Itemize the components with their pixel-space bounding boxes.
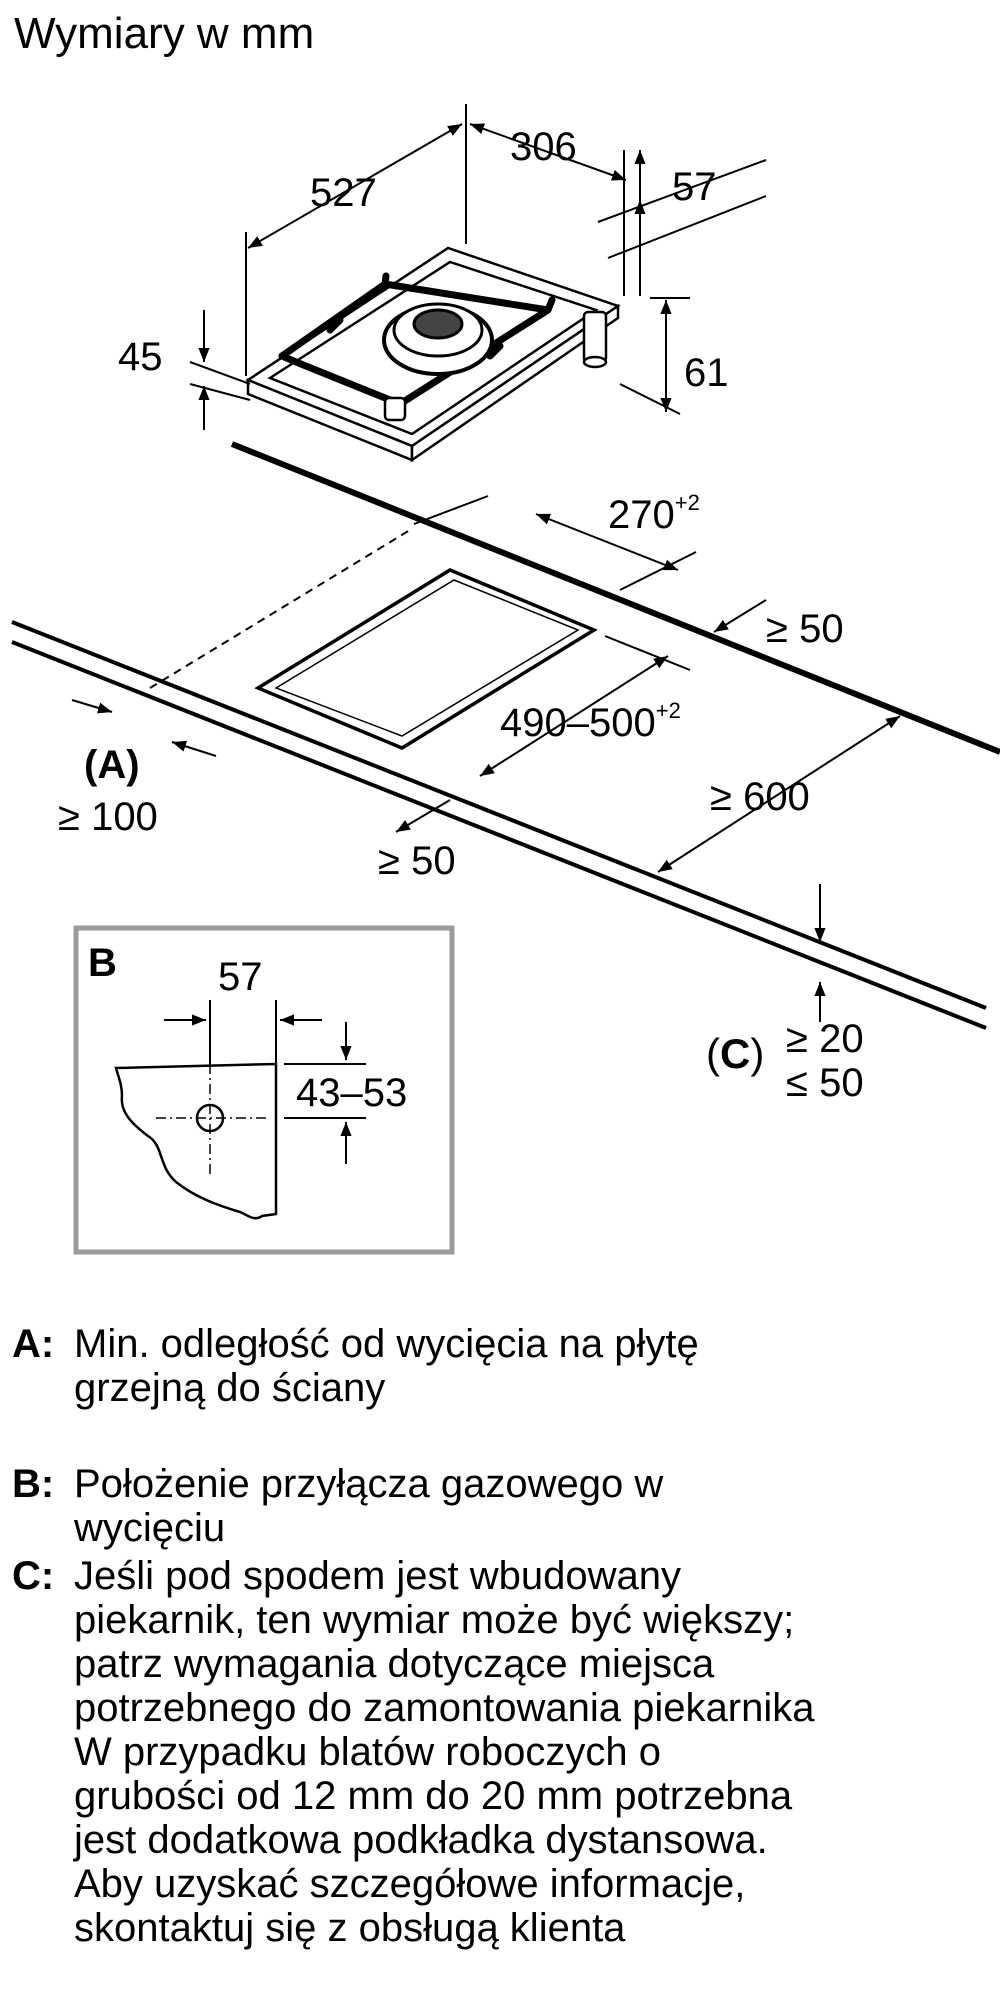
dim-hob-height-total: 61 xyxy=(684,351,729,395)
dim-cutout-depth: 490–500+2 xyxy=(500,698,681,745)
legend-line: Położenie przyłącza gazowego w xyxy=(74,1462,664,1506)
dim-hob-height-front: 45 xyxy=(118,335,163,379)
dim-hob-width: 306 xyxy=(510,125,577,169)
hob-right-face xyxy=(410,303,620,463)
legend-line: Jeśli pod spodem jest wbudowany xyxy=(74,1554,682,1598)
gas-pipe-icon xyxy=(582,310,608,364)
dim-cutout-width-tolerance: +2 xyxy=(675,490,700,515)
legend-line: piekarnik, ten wymiar może być większy; xyxy=(74,1598,795,1642)
hob-glass-inner xyxy=(267,260,599,436)
legend-line: grzejną do ściany xyxy=(74,1366,386,1410)
gas-connection-outline xyxy=(114,1062,278,1220)
installation-diagram: 527 306 57 45 61 270+2 ≥ 50 490–500+2 (A… xyxy=(11,104,1000,1255)
legend-line: Aby uzyskać szczegółowe informacje, xyxy=(74,1862,746,1906)
legend-line: patrz wymagania dotyczące miejsca xyxy=(74,1642,715,1686)
legend-item-b: B: Położenie przyłącza gazowego w wycięc… xyxy=(12,1462,988,1550)
dim-cutout-depth-tolerance: +2 xyxy=(656,698,681,723)
worktop-front-edge-top xyxy=(11,620,987,1010)
worktop-front-edge-bottom xyxy=(11,640,987,1030)
label-a: (A) xyxy=(84,743,140,787)
dim-worktop-max: ≤ 50 xyxy=(786,1061,864,1105)
legend-item-c: C: Jeśli pod spodem jest wbudowany pieka… xyxy=(12,1554,988,1950)
legend-line: wycięciu xyxy=(74,1506,226,1550)
legend-line: Min. odległość od wycięcia na płytę xyxy=(74,1322,699,1366)
legend-line: potrzebnego do zamontowania piekarnika xyxy=(74,1686,815,1730)
dim-cutout-width: 270+2 xyxy=(608,490,700,537)
legend-line: skontaktuj się z obsługą klienta xyxy=(74,1906,626,1950)
legend-line: W przypadku blatów roboczych o xyxy=(74,1730,661,1774)
dim-rear-clearance: ≥ 50 xyxy=(766,607,844,651)
legend-text-c: Jeśli pod spodem jest wbudowany piekarni… xyxy=(74,1554,988,1950)
worktop-rear-edge xyxy=(230,441,1000,755)
worktop-dimensions xyxy=(71,495,901,1022)
legend-text-a: Min. odległość od wycięcia na płytę grze… xyxy=(74,1322,988,1410)
legend-line: grubości od 12 mm do 20 mm potrzebna xyxy=(74,1774,793,1818)
legend-key-a: A: xyxy=(12,1322,55,1366)
detail-b-label: B xyxy=(88,941,117,985)
legend-item-a: A: Min. odległość od wycięcia na płytę g… xyxy=(12,1322,988,1410)
dim-burner-offset: 57 xyxy=(672,165,717,209)
legend-text-b: Położenie przyłącza gazowego w wycięciu xyxy=(74,1462,988,1550)
legend-line: jest dodatkowa podkładka dystansowa. xyxy=(74,1818,768,1862)
legend: A: Min. odległość od wycięcia na płytę g… xyxy=(12,1322,988,1950)
legend-key-b: B: xyxy=(12,1462,55,1506)
dim-side-clearance-wall: ≥ 100 xyxy=(58,795,158,839)
dim-front-clearance: ≥ 50 xyxy=(378,839,456,883)
control-knob-icon xyxy=(383,396,407,422)
wall-dashed-line xyxy=(149,529,411,689)
worktop-illustration xyxy=(11,441,1000,1030)
dim-hob-depth: 527 xyxy=(310,171,377,215)
hob-dimensions xyxy=(189,104,767,430)
label-c: (C) xyxy=(706,1030,764,1077)
detail-b-height-range: 43–53 xyxy=(296,1071,407,1115)
dim-worktop-min: ≥ 20 xyxy=(786,1017,864,1061)
cutout-outline xyxy=(254,568,598,750)
hob-illustration xyxy=(245,246,621,463)
dim-side-clearance: ≥ 600 xyxy=(710,775,810,819)
page-title: Wymiary w mm xyxy=(14,9,315,58)
legend-key-c: C: xyxy=(12,1554,55,1598)
detail-b-box: B 57 43–53 xyxy=(73,925,455,1255)
detail-b-offset: 57 xyxy=(218,955,263,999)
